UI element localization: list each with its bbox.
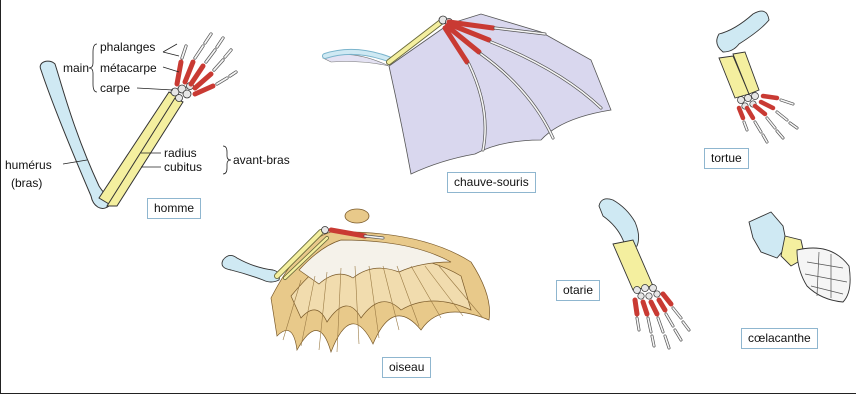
bat-wing xyxy=(323,14,611,174)
caption-otarie: otarie xyxy=(556,280,600,301)
label-carpe: carpe xyxy=(100,81,130,95)
label-avant-bras: avant-bras xyxy=(233,153,290,167)
coelacanth-fin xyxy=(749,212,850,302)
caption-chauve-souris: chauve-souris xyxy=(447,172,536,193)
label-main: main xyxy=(63,61,89,75)
bird-humerus xyxy=(222,255,279,282)
caption-oiseau: oiseau xyxy=(382,357,431,378)
label-bras: (bras) xyxy=(11,176,42,190)
sea-lion-forearm xyxy=(613,240,653,290)
sea-lion-flipper xyxy=(599,199,689,348)
turtle-humerus xyxy=(717,11,769,52)
label-cubitus: cubitus xyxy=(164,160,202,174)
caption-tortue: tortue xyxy=(704,148,749,169)
bird-wing xyxy=(222,209,490,352)
caption-homme: homme xyxy=(147,198,201,219)
turtle-limb xyxy=(717,11,797,142)
label-radius: radius xyxy=(164,146,197,160)
caption-coelacanthe: cœlacanthe xyxy=(741,328,818,349)
label-phalanges: phalanges xyxy=(100,40,155,54)
label-metacarpe: métacarpe xyxy=(100,61,157,75)
label-humerus: humérus xyxy=(5,158,52,172)
coelacanth-humerus xyxy=(749,212,787,258)
